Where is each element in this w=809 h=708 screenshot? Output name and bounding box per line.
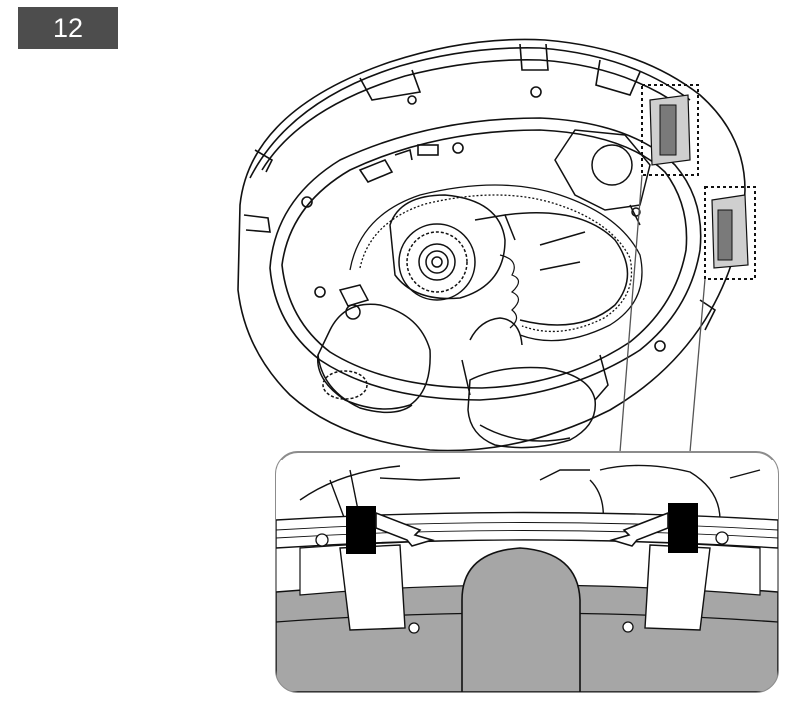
zoom-inset xyxy=(275,451,779,693)
zoom-leader-lines xyxy=(619,174,706,453)
lens-module-left xyxy=(317,284,431,414)
lens-module-bottom xyxy=(461,317,609,449)
latch-marker-left xyxy=(346,506,376,554)
latch-marker-right xyxy=(668,503,698,553)
upper-right-bracket xyxy=(554,129,651,226)
callout-box-upper xyxy=(641,84,699,176)
push-arrow-left xyxy=(375,511,435,547)
pan-spring xyxy=(499,254,520,329)
step-number-badge: 12 xyxy=(18,7,118,49)
push-arrow-right xyxy=(609,511,669,547)
camera-body-illustration xyxy=(237,38,746,452)
lens-module-top xyxy=(389,194,516,301)
callout-box-lower xyxy=(704,186,756,280)
gimbal-plate xyxy=(504,212,629,326)
tilt-gear-ring xyxy=(349,184,643,342)
